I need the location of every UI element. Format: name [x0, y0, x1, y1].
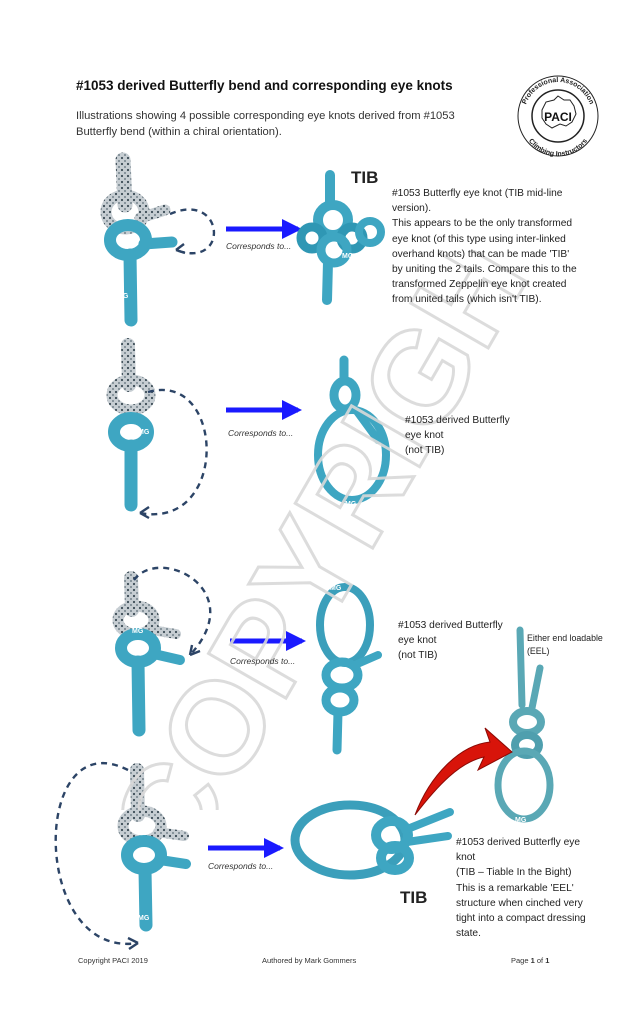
mg-mark: MG [138, 915, 150, 922]
footer-page-number: Page 1 of 1 [511, 956, 550, 965]
row2-corresponds-label: Corresponds to... [228, 428, 294, 438]
row1-description: #1053 Butterfly eye knot (TIB mid-line v… [392, 188, 577, 306]
footer-copyright: Copyright PACI 2019 [78, 956, 148, 965]
eel-knot-illustration [494, 626, 554, 823]
footer-author: Authored by Mark Gommers [262, 956, 357, 965]
page-subtitle: Illustrations showing 4 possible corresp… [76, 110, 455, 138]
row2-bend-illustration [106, 338, 208, 520]
row4-eye-knot-illustration [290, 800, 454, 880]
mg-mark: MG [342, 253, 354, 260]
row4-description: #1053 derived Butterfly eye knot (TIB – … [456, 837, 586, 940]
row4-bend-illustration [54, 761, 191, 950]
row1-corresponds-label: Corresponds to... [226, 241, 292, 251]
copyright-watermark: COPYRIGHT [80, 250, 596, 810]
row3-bend-illustration [112, 566, 212, 737]
mg-mark: MG [340, 821, 352, 828]
svg-text:COPYRIGHT: COPYRIGHT [82, 250, 595, 810]
row4-corresponds-label: Corresponds to... [208, 861, 274, 871]
paci-logo: PACI Professional Association Climbing I… [517, 75, 599, 158]
row1-bend-illustration [100, 152, 216, 327]
mg-mark: MG [515, 817, 527, 824]
mg-mark: MG [132, 628, 144, 635]
row3-eye-knot-illustration [316, 583, 382, 755]
red-curved-arrow [414, 727, 513, 816]
row2-description: #1053 derived Butterfly eye knot (not TI… [405, 415, 510, 457]
logo-center-text: PACI [544, 110, 572, 124]
row1-eye-knot-illustration [296, 170, 385, 305]
row3-corresponds-label: Corresponds to... [230, 656, 296, 666]
row3-description: #1053 derived Butterfly eye knot (not TI… [398, 620, 503, 662]
mg-mark: MG [138, 429, 150, 436]
row4-tib-label: TIB [400, 888, 428, 907]
row1-tib-label: TIB [351, 168, 379, 187]
mg-mark: MG [117, 293, 129, 300]
row2-eye-knot-illustration [314, 355, 390, 504]
mg-mark: MG [330, 585, 342, 592]
page-title: #1053 derived Butterfly bend and corresp… [76, 78, 453, 93]
mg-mark: MG [345, 501, 357, 508]
eel-note: Either end loadable (EEL) [527, 633, 603, 656]
